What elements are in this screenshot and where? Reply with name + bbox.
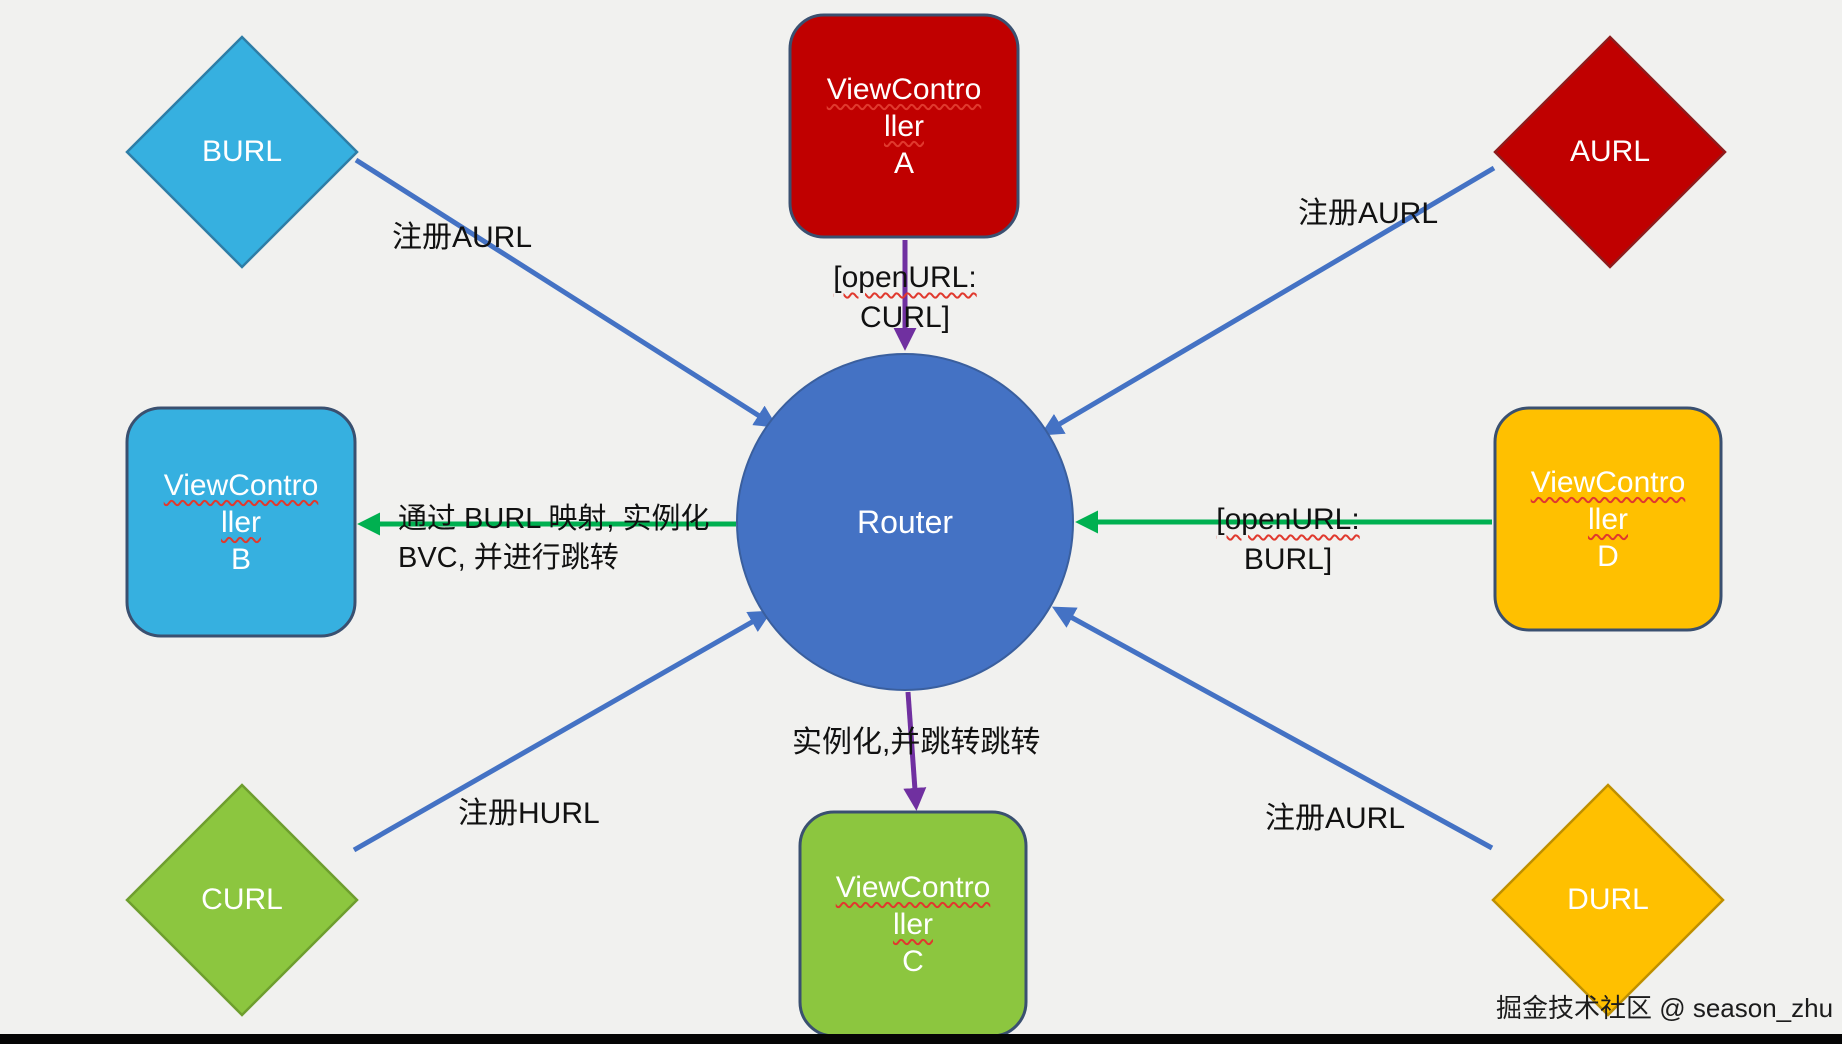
node-curl-diamond [125,783,359,1017]
edge-label-vc-a-line1: [openURL: [833,261,977,294]
node-vc-c-label-line2: ller [892,907,933,941]
node-vc-c-label-line3: C [902,944,924,978]
watermark-text: 掘金技术社区 @ season_zhu [1496,993,1834,1023]
edge-label-vc-d-line2: BURL] [1243,543,1333,576]
edge-label-durl-to-router: 注册AURL [1265,802,1406,835]
node-vc-c-label-line1: ViewContro [835,870,991,904]
node-vc-d-label-line3: D [1597,539,1619,573]
edge-label-vc-a-line2: CURL] [859,301,950,334]
router-node [736,353,1074,691]
node-vc-b-label-wrap: ViewContro ller B [127,408,355,636]
node-durl-diamond [1491,783,1725,1017]
edge-aurl-to-router [1040,165,1496,436]
node-vc-b-label-line1: ViewContro [163,468,319,502]
node-aurl-label-wrap: AURL [1495,37,1725,267]
edge-label-router-to-vc-b: 通过 BURL 映射, 实例化 BVC, 并进行跳转 [398,503,710,574]
node-vc-d-label-line2: ller [1587,502,1628,536]
edge-label-vc-d-line1: [openURL: [1216,503,1360,536]
router-label: Router [856,503,954,540]
node-aurl-diamond [1493,35,1727,269]
node-curl-label-wrap: CURL [127,785,357,1015]
node-vc-c-label-wrap: ViewContro ller C [800,812,1026,1036]
node-vc-d-label-wrap: ViewContro ller D [1495,408,1721,630]
edge-label-vc-a-to-router: [openURL: CURL] [790,258,1020,338]
router-label-wrap: Router [737,354,1073,690]
node-burl-diamond [125,35,359,269]
node-burl-label-wrap: BURL [127,37,357,267]
node-vc-a-rect [788,13,1020,239]
edge-label-burl-to-router: 注册AURL [392,221,533,254]
node-vc-a-label-wrap: ViewContro ller A [790,15,1018,237]
node-durl-label: DURL [1567,883,1649,916]
node-vc-a-label-line2: ller [883,109,924,143]
node-durl-label-wrap: DURL [1493,785,1723,1015]
edge-curl-to-router [352,610,772,853]
edge-label-aurl-to-router: 注册AURL [1298,197,1439,230]
edge-label-vc-d-to-router: [openURL: BURL] [1163,500,1413,580]
node-vc-b-label-line3: B [230,542,251,576]
node-vc-a-label-line3: A [893,146,914,180]
edge-router-to-vc-c [903,691,927,811]
edge-label-curl-to-router: 注册HURL [458,797,600,830]
node-curl-label: CURL [201,883,283,916]
edge-label-router-to-vc-c: 实例化,并跳转跳转 [792,726,1041,759]
node-aurl-label: AURL [1569,135,1651,168]
edge-durl-to-router [1051,606,1494,851]
node-vc-d-label-line1: ViewContro [1530,465,1686,499]
node-burl-label: BURL [201,135,283,168]
node-vc-b-label-line2: ller [220,505,261,539]
node-vc-d-rect [1493,406,1723,632]
node-vc-a-label-line1: ViewContro [826,72,982,106]
edge-burl-to-router [354,157,778,428]
bottom-black-bar [0,1034,1842,1044]
node-vc-b-rect [125,406,357,638]
